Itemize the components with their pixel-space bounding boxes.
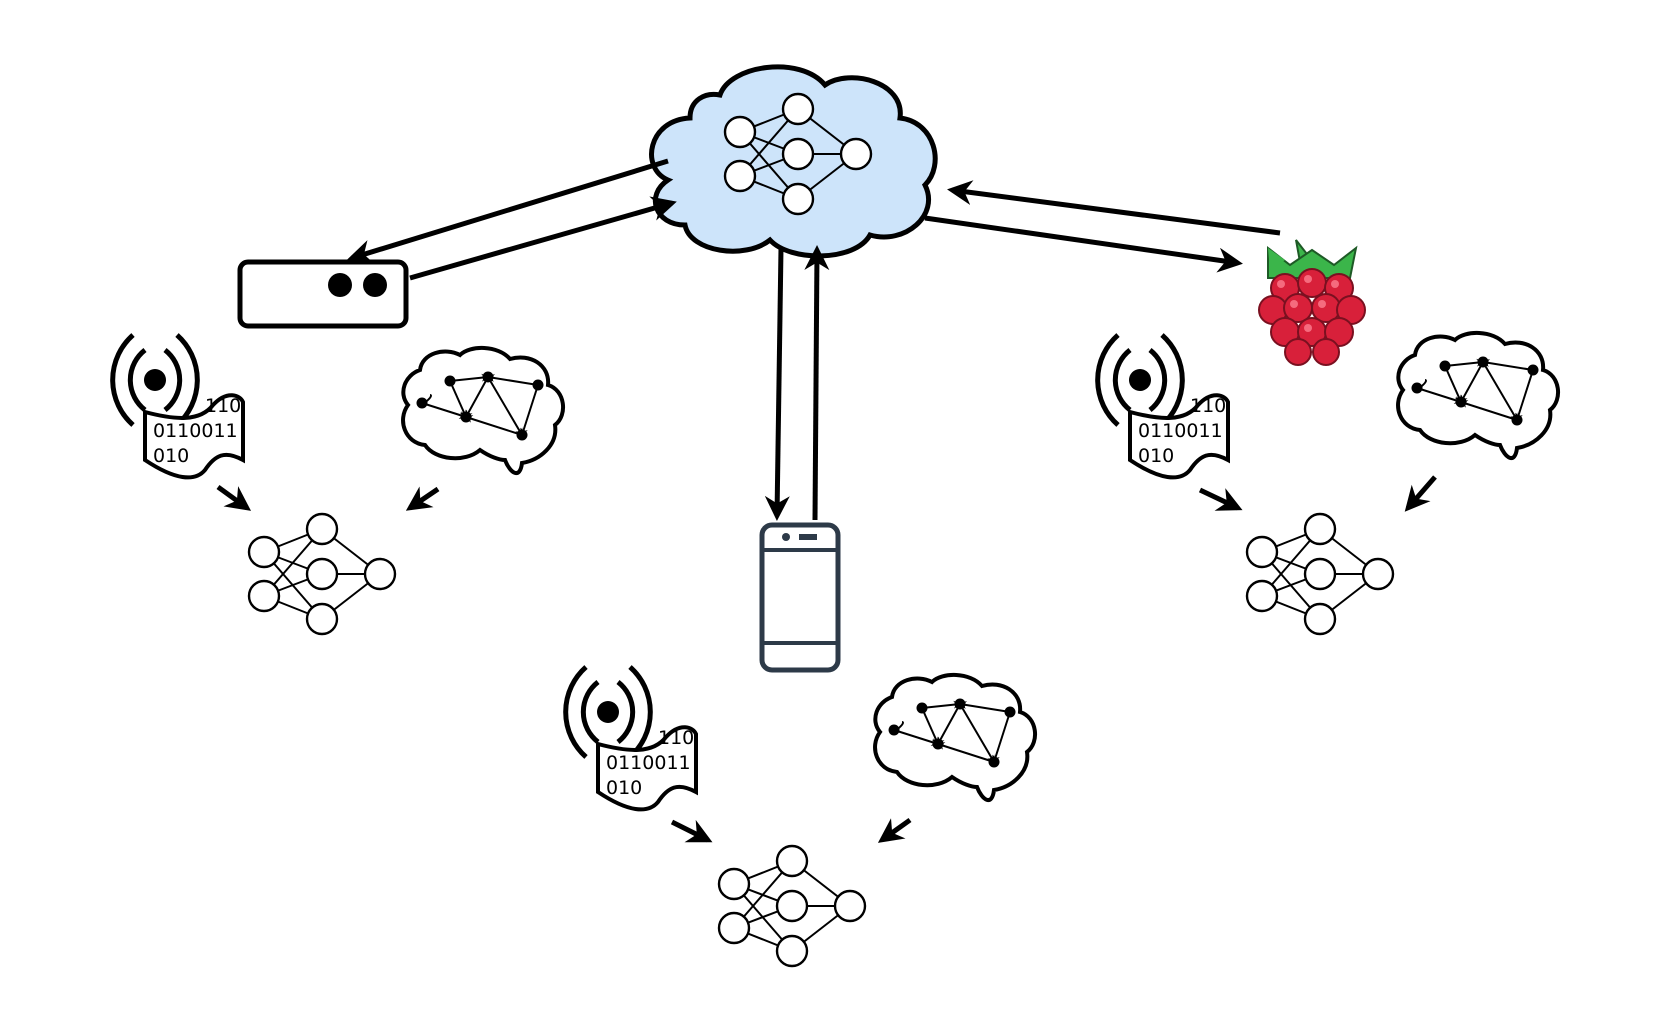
cloud-server-icon (649, 64, 938, 259)
cluster-left: 110 0110011 010 (113, 335, 563, 636)
neural-network-icon (247, 512, 397, 636)
binary-line-2: 0110011 (606, 752, 691, 774)
broadcast-sensor-icon: 110 0110011 010 (566, 667, 696, 809)
arrow-edge-to-cloud (409, 196, 677, 281)
arrow-data-to-model (216, 484, 252, 511)
neural-network-icon (1245, 512, 1395, 636)
knowledge-brain-icon (403, 348, 563, 473)
broadcast-sensor-icon: 110 0110011 010 (113, 335, 243, 477)
edge-device-icon (237, 259, 409, 329)
cluster-right: 110 0110011 010 (1098, 333, 1558, 636)
arrow-cloud-to-pi (924, 215, 1243, 273)
neural-network-icon (717, 844, 867, 968)
binary-line-2: 0110011 (1138, 420, 1223, 442)
smartphone-icon (759, 522, 841, 673)
arrow-knowledge-to-model (877, 817, 912, 843)
arrow-cloud-to-phone (764, 247, 790, 521)
broadcast-sensor-icon: 110 0110011 010 (1098, 335, 1228, 477)
knowledge-brain-icon (875, 675, 1035, 800)
binary-line-3: 010 (1138, 445, 1174, 467)
binary-line-2: 0110011 (153, 420, 238, 442)
binary-line-1: 110 (205, 395, 241, 417)
binary-line-1: 110 (1190, 395, 1226, 417)
cluster-center: 110 0110011 010 (566, 667, 1035, 968)
binary-line-1: 110 (658, 727, 694, 749)
raspberry-pi-icon (1258, 239, 1366, 366)
arrow-phone-to-cloud (804, 245, 830, 521)
binary-line-3: 010 (153, 445, 189, 467)
knowledge-brain-icon (1398, 333, 1558, 458)
arrow-data-to-model (1198, 487, 1243, 511)
arrow-data-to-model (670, 819, 713, 843)
arrow-knowledge-to-model (1404, 475, 1437, 512)
arrow-knowledge-to-model (405, 486, 440, 511)
sync-arrows (347, 158, 1281, 521)
binary-line-3: 010 (606, 777, 642, 799)
arrow-cloud-to-edge (347, 158, 669, 265)
arrow-pi-to-cloud (947, 180, 1281, 236)
